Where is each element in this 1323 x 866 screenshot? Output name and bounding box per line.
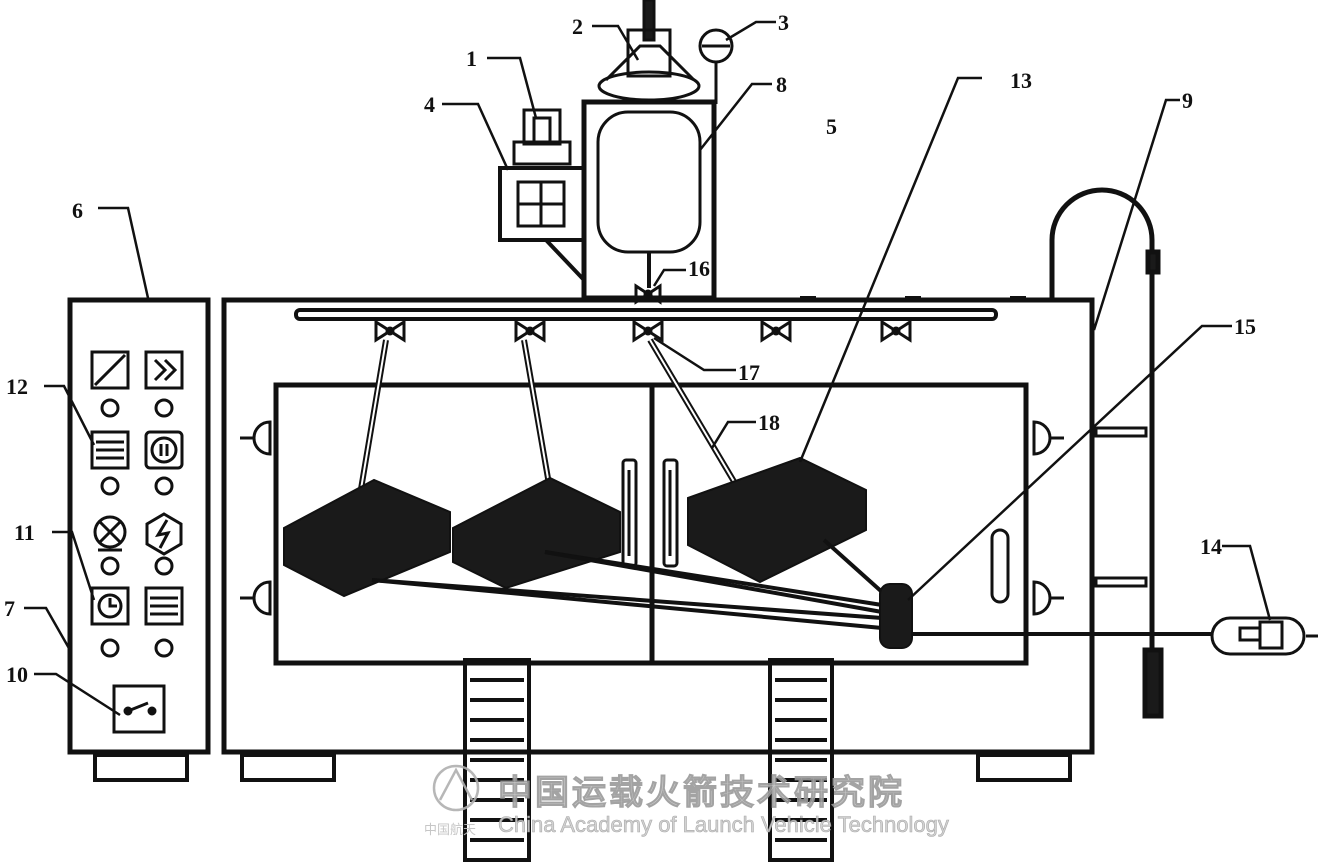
valves bbox=[374, 283, 912, 343]
watermark-en: China Academy of Launch Vehicle Technolo… bbox=[498, 812, 949, 837]
timer-icon bbox=[90, 586, 130, 626]
meter-icon bbox=[144, 586, 184, 626]
label-7: 7 bbox=[4, 596, 15, 621]
indicator-lamp bbox=[154, 556, 174, 576]
spray-rods bbox=[357, 338, 745, 497]
indicator-lamp bbox=[154, 638, 174, 658]
label-15: 15 bbox=[1234, 314, 1256, 339]
label-16: 16 bbox=[688, 256, 710, 281]
watermark: 中国运载火箭技术研究院 China Academy of Launch Vehi… bbox=[424, 764, 949, 838]
stirrer-motor bbox=[597, 0, 701, 102]
inner-box bbox=[273, 382, 1029, 666]
indicator-lamp bbox=[100, 638, 120, 658]
watermark-logo bbox=[432, 764, 480, 812]
label-6: 6 bbox=[72, 198, 83, 223]
spray-pipe bbox=[294, 308, 998, 321]
indicator-lamp bbox=[100, 476, 120, 496]
specimen-blocks bbox=[283, 456, 867, 598]
pressure-gauge bbox=[698, 28, 734, 104]
label-1: 1 bbox=[466, 46, 477, 71]
dosing-pump bbox=[512, 108, 572, 166]
label-3: 3 bbox=[778, 10, 789, 35]
bottom-supports bbox=[463, 658, 834, 862]
side-brackets bbox=[1094, 426, 1148, 588]
external-pump bbox=[1210, 616, 1318, 656]
label-14: 14 bbox=[1200, 534, 1222, 559]
fast-forward-icon-arrows bbox=[153, 358, 178, 382]
control-panel-icons bbox=[90, 350, 184, 734]
label-11: 11 bbox=[14, 520, 35, 545]
heater-box bbox=[498, 166, 586, 282]
watermark-cn: 中国运载火箭技术研究院 bbox=[498, 773, 905, 813]
power-icon bbox=[145, 512, 183, 556]
meter-icon bbox=[90, 430, 130, 470]
connector-hub bbox=[879, 583, 913, 649]
label-10: 10 bbox=[6, 662, 28, 687]
leader-lines bbox=[24, 20, 1272, 717]
display-icon-slash bbox=[93, 353, 127, 387]
display-icon bbox=[90, 350, 130, 390]
fast-forward-icon bbox=[144, 350, 184, 390]
indicator-lamp bbox=[154, 476, 174, 496]
pipe-clamps bbox=[800, 296, 1026, 301]
control-cabinet bbox=[67, 297, 211, 782]
label-4: 4 bbox=[424, 92, 435, 117]
indicator-lamp bbox=[100, 556, 120, 576]
label-12: 12 bbox=[6, 374, 28, 399]
label-2: 2 bbox=[572, 14, 583, 39]
indicator-lamp bbox=[154, 398, 174, 418]
switch-icon bbox=[112, 684, 166, 734]
label-18: 18 bbox=[758, 410, 780, 435]
motor-icon bbox=[93, 515, 127, 549]
label-5: 5 bbox=[826, 114, 837, 139]
pause-icon bbox=[144, 430, 184, 470]
callout-labels: 1 2 3 4 5 6 7 8 9 10 11 12 13 14 15 16 1… bbox=[4, 10, 1256, 687]
hinges bbox=[240, 420, 1064, 616]
cables bbox=[371, 538, 1212, 636]
watermark-small: 中国航天 bbox=[424, 822, 476, 838]
indicator-lamp bbox=[100, 398, 120, 418]
label-17: 17 bbox=[738, 360, 760, 385]
label-8: 8 bbox=[776, 72, 787, 97]
label-9: 9 bbox=[1182, 88, 1193, 113]
external-pipe bbox=[1049, 187, 1164, 719]
label-13: 13 bbox=[1010, 68, 1032, 93]
